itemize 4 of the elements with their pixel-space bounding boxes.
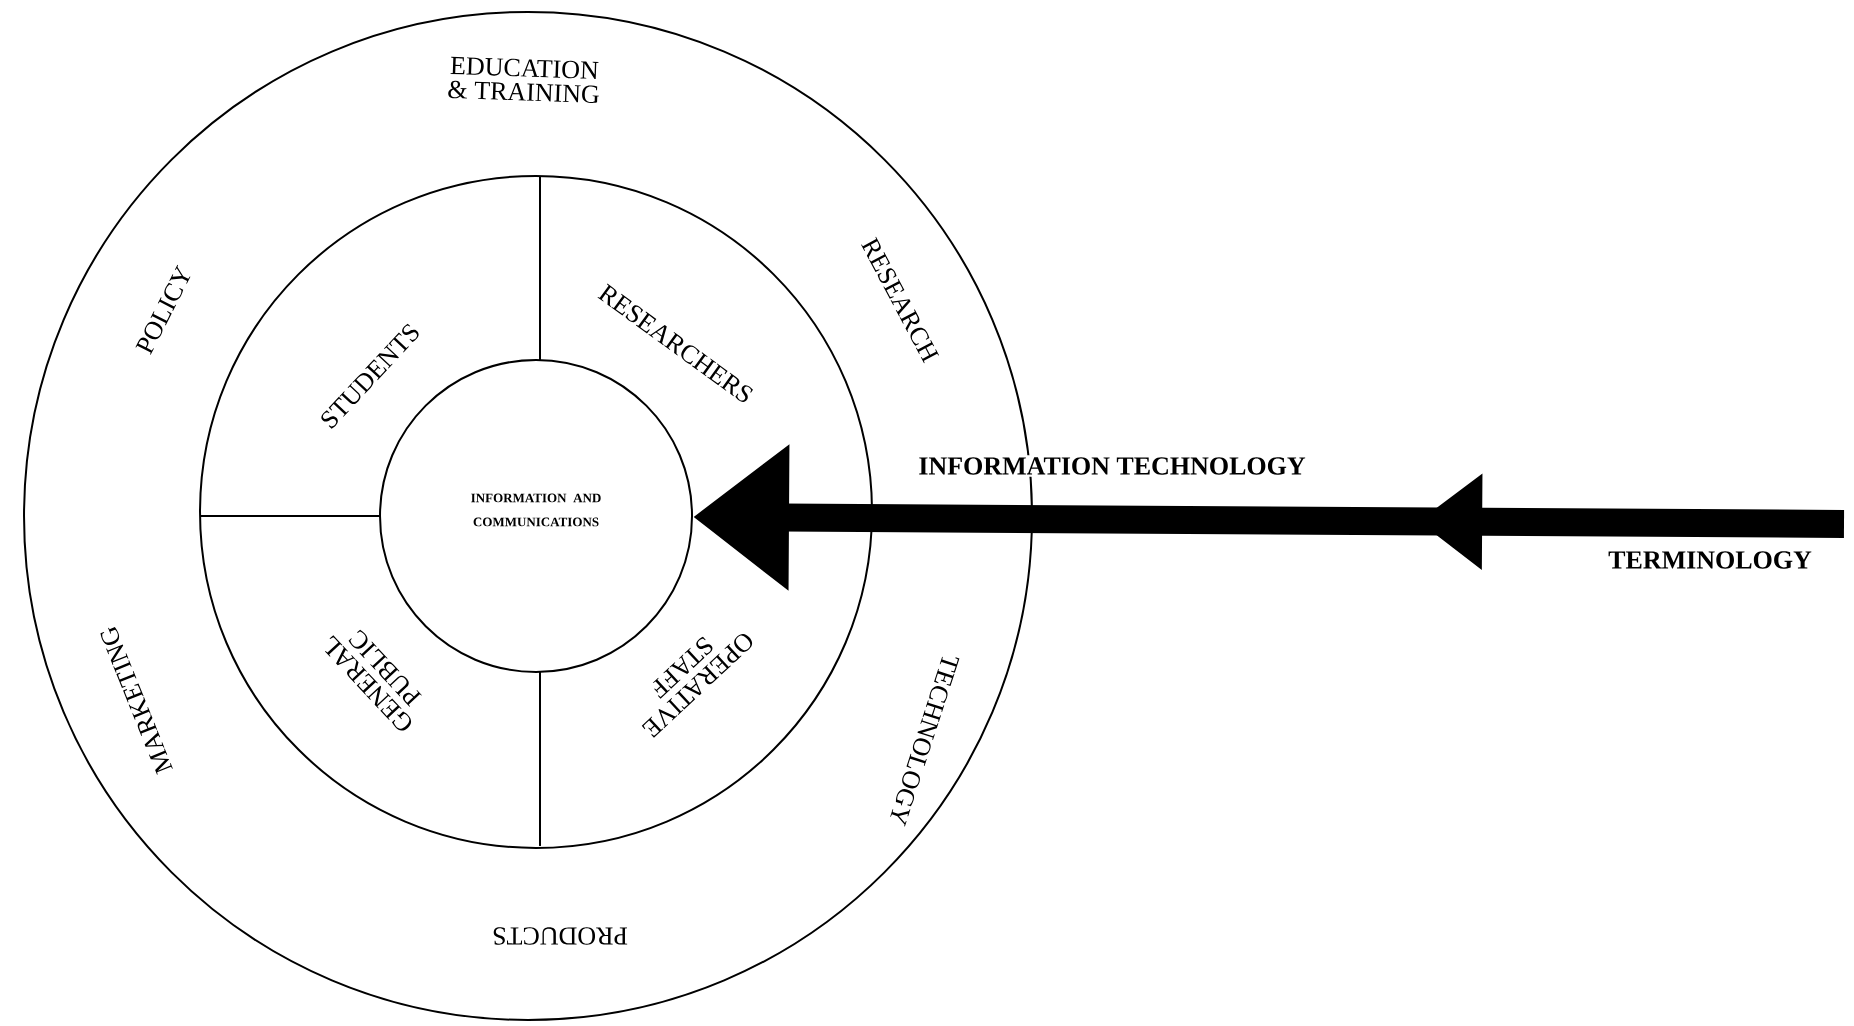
ring-label: EDUCATION & TRAINING [448,56,599,104]
ring-label: PRODUCTS [493,927,628,945]
edge-label: INFORMATION TECHNOLOGY [916,455,1308,477]
arrow-label: TERMINOLOGY [1608,551,1812,569]
